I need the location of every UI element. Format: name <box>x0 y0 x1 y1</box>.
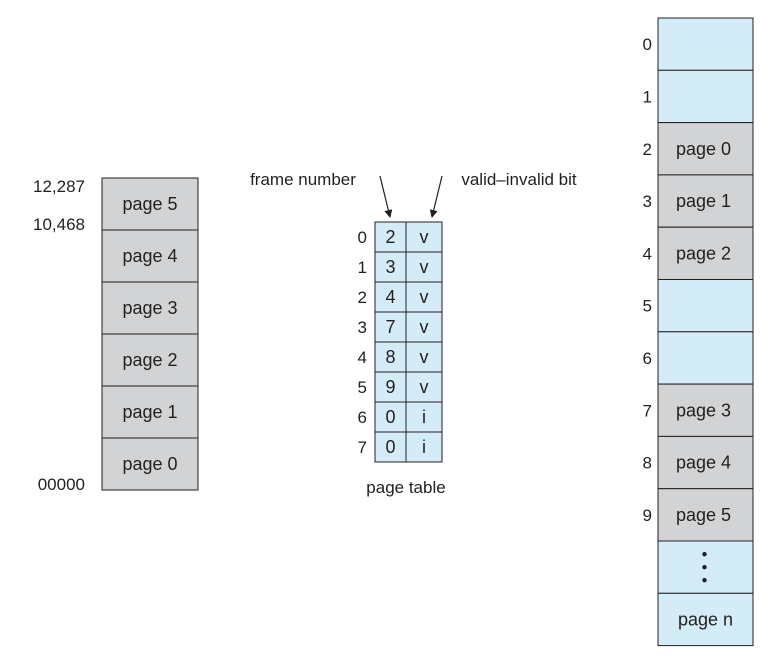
page-table-valid-cell <box>405 371 443 403</box>
physical-frame-cell <box>657 435 754 490</box>
page-table-row-index: 4 <box>358 348 367 367</box>
physical-frame-cell <box>657 17 754 71</box>
page-table-row-index: 1 <box>358 258 367 277</box>
physical-frame-index: 3 <box>643 192 652 211</box>
page-table-frame-number: 3 <box>385 257 395 277</box>
logical-memory: 12,287 10,468 00000 page 5 page 4 page 3 pa… <box>33 177 199 494</box>
logical-page-cell <box>101 333 199 387</box>
physical-frame-label: page 2 <box>676 243 731 263</box>
page-table-valid-cell <box>405 311 443 343</box>
page-table-row-index: 7 <box>358 438 367 457</box>
physical-frame-cell <box>657 226 754 280</box>
logical-page-label: page 2 <box>122 350 177 370</box>
physical-frame-label: page n <box>678 609 733 629</box>
page-table-valid-bit: v <box>420 287 429 307</box>
physical-frame-label: page 4 <box>676 453 731 473</box>
logical-page-label: page 3 <box>122 298 177 318</box>
valid-invalid-bit-label: valid–invalid bit <box>461 170 577 189</box>
page-table-valid-bit: v <box>420 377 429 397</box>
page-table-row-index: 0 <box>358 228 367 247</box>
page-table-valid-cell <box>405 431 443 463</box>
logical-page-cell <box>101 281 199 335</box>
frame-number-label: frame number <box>250 170 356 189</box>
physical-frame-cell <box>657 69 754 124</box>
physical-frame-index: 0 <box>643 35 652 54</box>
page-table-valid-cell <box>405 401 443 433</box>
physical-frame-index: 6 <box>643 349 652 368</box>
page-table-frame-number: 9 <box>385 377 395 397</box>
page-table-valid-bit: v <box>420 317 429 337</box>
page-table-frame-number: 0 <box>385 407 395 427</box>
page-table-frame-cell <box>374 431 407 463</box>
physical-frame-cell <box>657 383 754 437</box>
physical-frame-cell <box>657 279 754 333</box>
page-table-valid-bit: i <box>422 437 426 457</box>
page-table-caption: page table <box>366 478 445 497</box>
ellipsis-dot <box>702 551 707 557</box>
page-table-valid-bit: v <box>420 257 429 277</box>
physical-frame-label: page 1 <box>676 191 731 211</box>
logical-page-cell <box>101 437 199 491</box>
page-table-valid-cell <box>405 251 443 283</box>
logical-page-cell <box>101 229 199 283</box>
page-table-frame-cell <box>374 401 407 433</box>
page-table-row-index: 5 <box>358 378 367 397</box>
logical-page-label: page 1 <box>122 402 177 422</box>
page-table-frame-number: 4 <box>385 287 395 307</box>
page-table-frame-number: 2 <box>385 227 395 247</box>
page-table-valid-cell <box>405 341 443 373</box>
page-table-row-index: 2 <box>358 288 367 307</box>
physical-frame-label: page 5 <box>676 505 731 525</box>
logical-page-label: page 0 <box>122 454 177 474</box>
physical-frame-cell <box>657 122 754 176</box>
page-table-frame-number: 8 <box>385 347 395 367</box>
physical-frame-label: page 3 <box>676 400 731 420</box>
logical-page-label: page 5 <box>122 194 177 214</box>
address-label-second: 10,468 <box>33 215 85 234</box>
page-table-valid-cell <box>405 221 443 253</box>
page-table-row-index: 3 <box>358 318 367 337</box>
page-table: frame number valid–invalid bit page tabl… <box>250 170 577 497</box>
physical-frame-cell <box>657 488 754 542</box>
page-table-valid-bit: v <box>420 347 429 367</box>
ellipsis-dot <box>702 564 707 570</box>
logical-page-label: page 4 <box>122 246 177 266</box>
physical-frame-cell <box>657 331 754 385</box>
physical-frame-index: 8 <box>643 454 652 473</box>
valid-bit-arrow <box>429 175 443 218</box>
physical-frame-index: 9 <box>643 506 652 525</box>
page-table-row-index: 6 <box>358 408 367 427</box>
page-table-valid-bit: i <box>422 407 426 427</box>
ellipsis-dot <box>702 577 707 583</box>
physical-frame-index: 4 <box>643 244 652 263</box>
physical-frame-label: page 0 <box>676 139 731 159</box>
physical-frame-index: 1 <box>643 87 652 106</box>
page-table-frame-number: 7 <box>385 317 395 337</box>
address-label-bottom: 00000 <box>38 475 85 494</box>
physical-frame-index: 7 <box>643 401 652 420</box>
physical-frame-index: 2 <box>643 140 652 159</box>
logical-page-cell <box>101 177 199 231</box>
frame-number-arrow <box>379 175 393 218</box>
physical-frame-index: 5 <box>643 297 652 316</box>
physical-memory: 0 1 2 page 0 3 page 1 4 page 2 5 6 7 page 3 8 page 4 9… <box>643 17 754 647</box>
page-table-frame-number: 0 <box>385 437 395 457</box>
page-table-valid-cell <box>405 281 443 313</box>
page-table-valid-bit: v <box>420 227 429 247</box>
page-table-frame-cell <box>374 371 407 403</box>
physical-frame-cell <box>657 174 754 228</box>
address-label-top: 12,287 <box>33 177 85 196</box>
physical-frame-cell <box>657 592 754 647</box>
